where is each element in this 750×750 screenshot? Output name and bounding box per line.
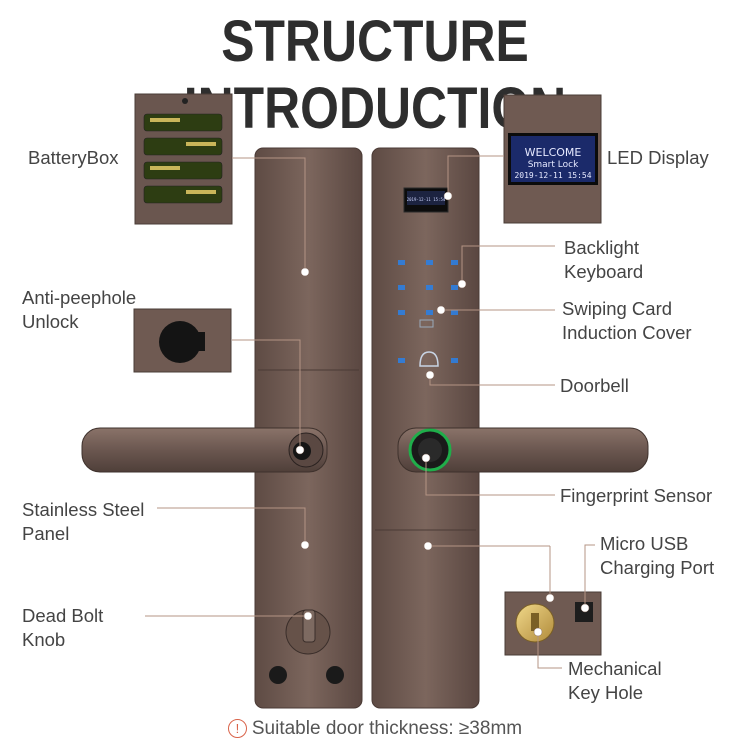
door-thickness-text: Suitable door thickness: ≥38mm (251, 718, 523, 739)
display-smart-lock: Smart Lock (528, 160, 579, 170)
battery-box-image (134, 93, 233, 225)
label-battery-box: BatteryBox (28, 147, 119, 168)
anti-peephole-image (133, 308, 232, 373)
display-datetime: 2019-12-11 15:54 (514, 171, 591, 180)
small-display-datetime: 2019-12-11 15:54 (407, 197, 446, 202)
mechanical-key-image (504, 591, 602, 656)
label-led-display: LED Display (607, 147, 709, 168)
leader-lines (145, 155, 595, 669)
warning-icon: ! (227, 719, 247, 738)
page-title: STRUCTURE INTRODUCTION (183, 9, 567, 141)
led-display-image (503, 94, 602, 224)
display-welcome: WELCOME (525, 146, 582, 159)
label-doorbell: Doorbell (560, 375, 629, 396)
label-fingerprint-sensor: Fingerprint Sensor (560, 485, 713, 506)
door-thickness-note: !Suitable door thickness: ≥38mm (0, 718, 750, 740)
back-panel (81, 147, 363, 709)
leader-dots (295, 191, 590, 637)
